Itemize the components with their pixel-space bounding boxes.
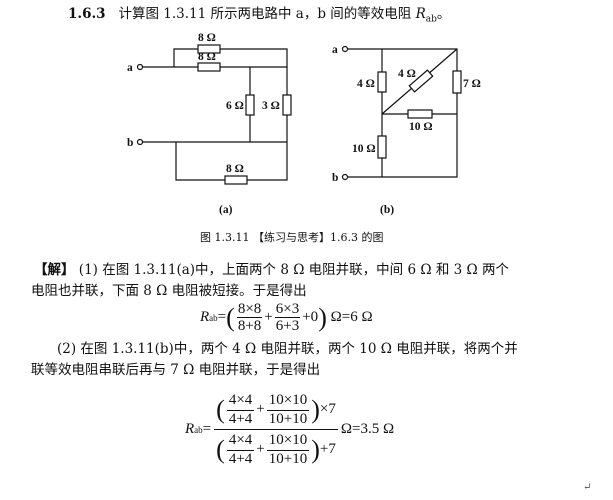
circuit-b [341, 45, 462, 181]
paragraph-end-mark: ↵ [583, 482, 592, 493]
svg-text:a: a [127, 62, 133, 74]
figure-caption: 图 1.3.11 【练习与思考】1.6.3 的图 [200, 231, 384, 244]
problem-text: 计算图 1.3.11 所示两电路中 a，b 间的等效电阻 [118, 6, 416, 22]
circuit-figures: 8 Ω 8 Ω 6 Ω 3 Ω 8 Ω a b (a) a b 4 Ω 4 Ω … [127, 32, 481, 216]
solution-p1-line2: 电阻也并联，下面 8 Ω 电阻被短接。于是得出 [31, 283, 307, 299]
resistor-8-top [197, 44, 221, 54]
svg-text:10 Ω: 10 Ω [409, 121, 433, 133]
solution-p2-line2: 联等效电阻串联后再与 7 Ω 电阻并联，于是得出 [31, 362, 321, 378]
svg-text:8 Ω: 8 Ω [198, 32, 216, 44]
resistor-3 [282, 94, 292, 116]
svg-text:10 Ω: 10 Ω [352, 143, 376, 155]
svg-text:b: b [127, 137, 133, 149]
svg-text:4 Ω: 4 Ω [398, 68, 416, 80]
svg-text:6 Ω: 6 Ω [226, 100, 244, 112]
svg-text:8 Ω: 8 Ω [226, 163, 244, 175]
svg-text:b: b [332, 172, 338, 184]
solution-p2-line1: (2) 在图 1.3.11(b)中，两个 4 Ω 电阻并联，两个 10 Ω 电阻… [57, 341, 518, 357]
problem-statement: 1.6.3 计算图 1.3.11 所示两电路中 a，b 间的等效电阻 Rab。 [68, 6, 451, 25]
svg-text:(a): (a) [219, 204, 233, 216]
svg-text:3 Ω: 3 Ω [262, 100, 280, 112]
solution-p1-line1: 【解】 (1) 在图 1.3.11(a)中，上面两个 8 Ω 电阻并联，中间 6… [34, 262, 509, 278]
resistor-6 [245, 94, 255, 116]
problem-number: 1.6.3 [68, 6, 106, 22]
svg-text:7 Ω: 7 Ω [463, 78, 481, 90]
svg-text:(b): (b) [380, 204, 394, 216]
svg-text:a: a [332, 44, 338, 56]
svg-text:4 Ω: 4 Ω [357, 78, 375, 90]
resistor-8-mid [197, 62, 221, 72]
resistor-8-bottom [224, 175, 248, 185]
svg-text:8 Ω: 8 Ω [198, 51, 216, 63]
circuit-a [136, 44, 292, 185]
